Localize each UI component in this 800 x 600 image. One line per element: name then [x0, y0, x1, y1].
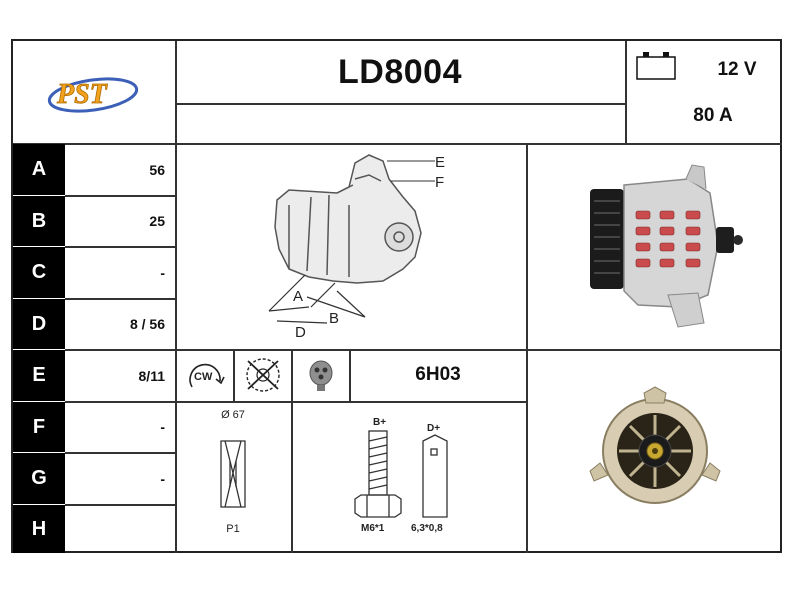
spec-letter: D: [13, 299, 65, 349]
divider: [65, 504, 175, 506]
divider: [175, 349, 782, 351]
dimension-diagram: E F A B D: [177, 145, 525, 348]
divider: [65, 349, 175, 351]
spec-value: 56: [149, 161, 165, 178]
spec-value: 8/11: [138, 367, 165, 384]
rotation-label: CW: [194, 371, 213, 383]
clock-position: 6H03: [415, 364, 461, 385]
spec-value: -: [160, 264, 165, 281]
spec-letter: A: [13, 144, 65, 195]
label-e: E: [435, 154, 445, 171]
label-d: D: [295, 324, 306, 341]
spec-value: [65, 505, 175, 553]
d-plus-label: D+: [427, 423, 440, 434]
label-f: F: [435, 174, 444, 191]
label-b: B: [329, 310, 339, 327]
crossed-fan-icon: [238, 353, 288, 397]
brand-logo: PST: [43, 61, 143, 123]
divider: [291, 349, 293, 553]
battery-icon: [635, 49, 679, 83]
alternator-front-photo: [528, 351, 781, 551]
divider: [175, 103, 625, 105]
divider: [65, 298, 175, 300]
divider: [65, 195, 175, 197]
alternator-side-photo: [528, 145, 781, 348]
spec-value: 25: [149, 213, 165, 229]
spec-letter: E: [13, 350, 65, 401]
cw-rotation-icon: CW: [180, 353, 230, 397]
voltage: 12 V: [717, 59, 757, 80]
pulley-icon: [203, 431, 263, 521]
divider: [175, 41, 177, 553]
d-size: 6,3*0,8: [411, 523, 443, 534]
divider: [349, 349, 351, 401]
spec-letter: C: [13, 247, 65, 298]
spec-letter: F: [13, 402, 65, 452]
b-thread: M6*1: [361, 523, 385, 534]
spec-letter: H: [13, 505, 65, 553]
pulley-type: P1: [226, 523, 240, 535]
spec-value: 8 / 56: [129, 316, 165, 332]
regulator-plug-icon: [296, 353, 346, 397]
product-spec-sheet: PST LD8004 12 V 80 A A 56 B 25 C - D 8 /…: [11, 39, 782, 553]
b-plus-label: B+: [373, 417, 386, 428]
spec-letter: G: [13, 453, 65, 504]
divider: [526, 143, 528, 553]
spec-value: -: [160, 419, 165, 435]
amperage: 80 A: [693, 105, 733, 126]
part-number: LD8004: [338, 52, 462, 91]
spec-value: -: [160, 470, 165, 487]
divider: [175, 401, 526, 403]
divider: [65, 401, 175, 403]
logo-text: PST: [56, 79, 109, 110]
pulley-diameter: Ø 67: [221, 409, 245, 421]
divider: [13, 143, 782, 145]
label-a: A: [293, 288, 303, 305]
spec-letter: B: [13, 196, 65, 246]
terminals-diagram: B+ D+ M6*1 6,3*0,8: [293, 403, 525, 551]
divider: [625, 41, 627, 143]
divider: [233, 349, 235, 401]
divider: [65, 246, 175, 248]
divider: [65, 452, 175, 454]
